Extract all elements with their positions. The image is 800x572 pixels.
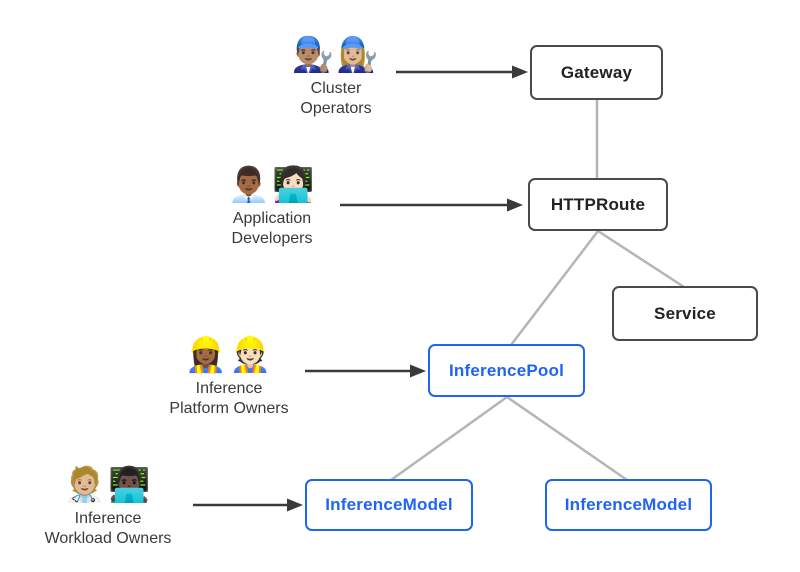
node-inferencemodel-right-label: InferenceModel: [564, 495, 693, 514]
health-worker-emoji: 🧑🏼‍⚕️: [63, 465, 108, 505]
node-gateway-label: Gateway: [560, 62, 633, 82]
node-inferencepool-label: InferencePool: [448, 360, 565, 380]
node-inferencemodel-left: InferenceModel: [305, 479, 473, 531]
man-office-worker-emoji: 👨🏾‍💼: [227, 165, 272, 205]
edge-httproute-inferencepool: [510, 230, 599, 346]
node-gateway: Gateway: [530, 45, 663, 100]
arrow-cluster-operators-to-gateway: [396, 65, 528, 79]
node-inferencemodel-left-label: InferenceModel: [325, 495, 453, 514]
arrow-inference-workload-owners-to-inferencemodel: [193, 498, 303, 512]
actor-application-developers-emojis: 👨🏾‍💼👩🏻‍💻: [228, 163, 317, 207]
actor-inference-workload-owners: 🧑🏼‍⚕️👨🏿‍💻 Inference Workload Owners: [8, 463, 208, 549]
actor-inference-platform-owners: 👷🏾‍♀️👷🏻 Inference Platform Owners: [139, 333, 319, 419]
arrow-application-developers-to-httproute: [340, 198, 523, 212]
node-httproute-label: HTTPRoute: [550, 194, 646, 214]
edge-inferencepool-inferencemodel-left: [390, 395, 508, 482]
woman-technologist-emoji: 👩🏻‍💻: [272, 165, 317, 205]
actor-inference-workload-owners-label: Inference Workload Owners: [44, 510, 172, 547]
node-httproute: HTTPRoute: [528, 178, 668, 231]
actor-inference-workload-owners-emojis: 🧑🏼‍⚕️👨🏿‍💻: [64, 463, 153, 507]
actor-cluster-operators: 👨🏽‍🔧👩🏼‍🔧 Cluster Operators: [266, 33, 406, 119]
node-service: Service: [612, 286, 758, 341]
actor-application-developers-label: Application Developers: [231, 210, 313, 247]
actor-inference-platform-owners-emojis: 👷🏾‍♀️👷🏻: [185, 333, 274, 377]
node-inferencepool: InferencePool: [428, 344, 585, 397]
actor-cluster-operators-emojis: 👨🏽‍🔧👩🏼‍🔧: [292, 33, 381, 77]
actor-application-developers: 👨🏾‍💼👩🏻‍💻 Application Developers: [197, 163, 347, 249]
woman-construction-worker-emoji: 👷🏾‍♀️: [184, 335, 229, 375]
node-service-label: Service: [654, 303, 716, 323]
arrow-inference-platform-owners-to-inferencepool: [305, 364, 426, 378]
man-mechanic-emoji: 👨🏽‍🔧: [291, 35, 336, 75]
actor-inference-platform-owners-label: Inference Platform Owners: [169, 380, 289, 417]
man-technologist-emoji: 👨🏿‍💻: [108, 465, 153, 505]
woman-mechanic-emoji: 👩🏼‍🔧: [336, 35, 381, 75]
man-construction-worker-emoji: 👷🏻: [229, 335, 274, 375]
node-inferencemodel-right: InferenceModel: [545, 479, 712, 531]
edge-httproute-service: [597, 229, 685, 289]
edge-inferencepool-inferencemodel-right: [506, 395, 628, 482]
actor-cluster-operators-label: Cluster Operators: [300, 80, 372, 117]
